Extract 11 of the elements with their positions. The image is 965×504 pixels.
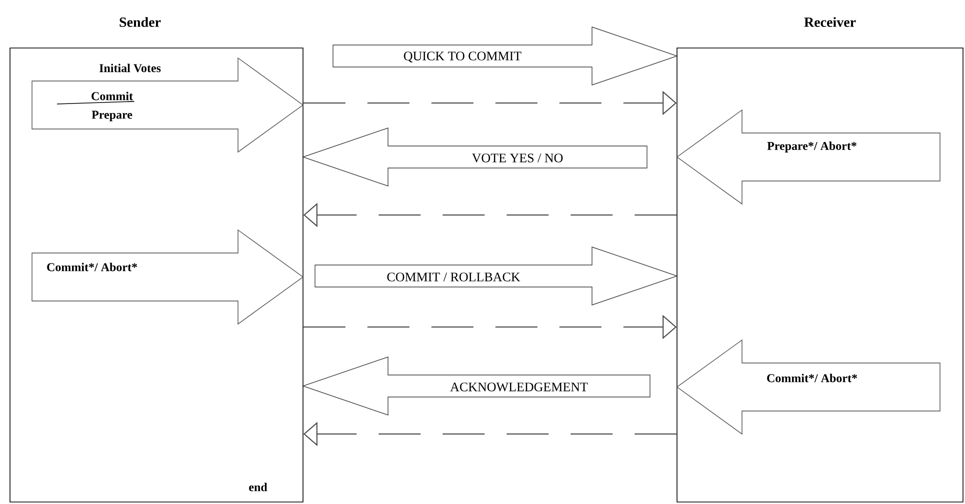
edge-label: VOTE YES / NO — [472, 154, 563, 162]
node-label: Receiver — [804, 17, 856, 27]
edge-label: COMMIT / ROLLBACK — [387, 272, 520, 282]
block-arrow — [314, 246, 678, 306]
node-label: Sender — [120, 17, 161, 27]
edge-label: ACKNOWLEDGEMENT — [450, 382, 588, 392]
block-arrow — [302, 128, 648, 186]
edge-label: QUICK TO COMMIT — [404, 52, 522, 62]
block-arrow — [332, 26, 678, 86]
note-text: end — [249, 482, 268, 492]
block-arrow — [302, 356, 650, 416]
